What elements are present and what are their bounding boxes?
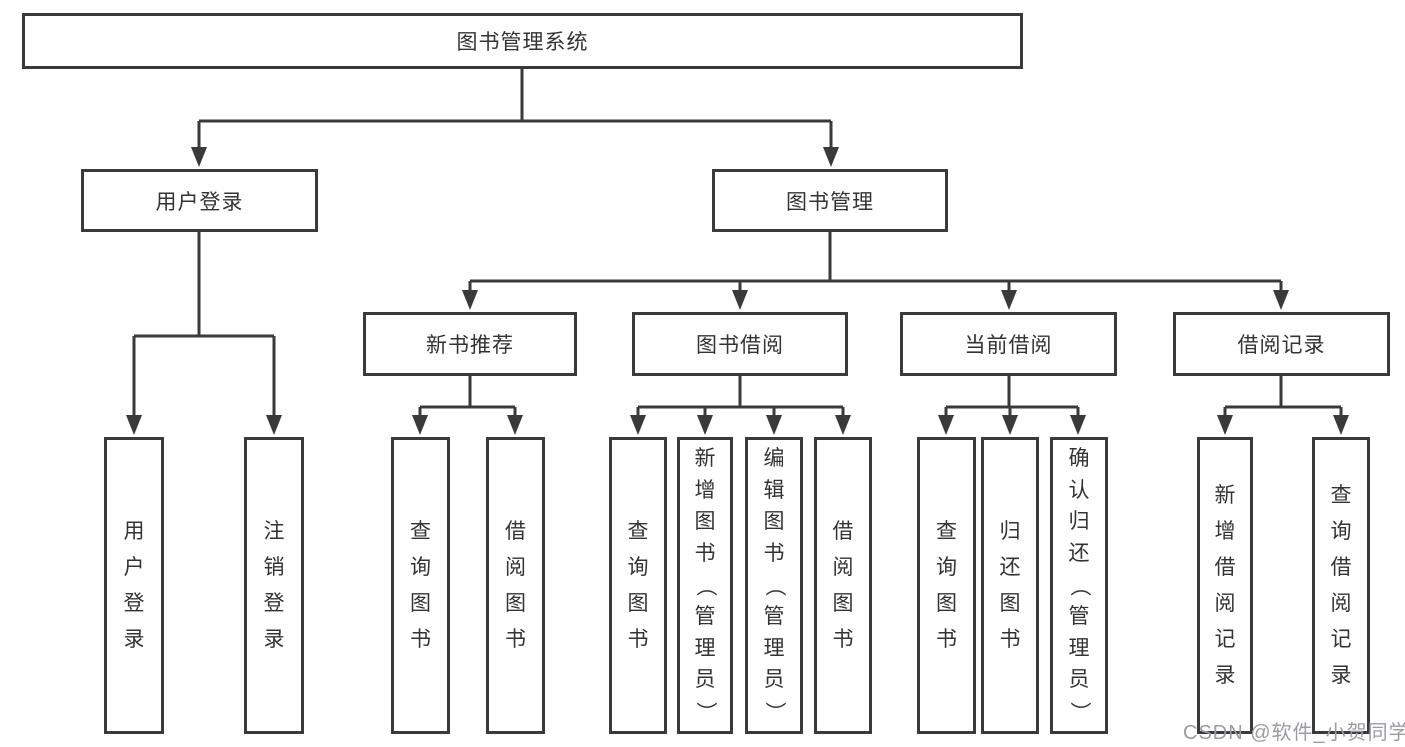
node-leaf-confirm-return-admin: 确认归还（管理员） bbox=[1050, 437, 1108, 734]
node-user-login: 用户登录 bbox=[81, 169, 318, 232]
node-leaf-user-login: 用户登录 bbox=[104, 437, 164, 734]
node-leaf-logout: 注销登录 bbox=[244, 437, 304, 734]
watermark: CSDN @软件_小贺同学 bbox=[1183, 722, 1405, 744]
node-leaf-add-borrow-record: 新增借阅记录 bbox=[1197, 437, 1253, 734]
node-leaf-borrow-books: 借阅图书 bbox=[814, 437, 872, 734]
node-borrow-record: 借阅记录 bbox=[1173, 312, 1390, 376]
node-leaf-query-borrow-record: 查询借阅记录 bbox=[1312, 437, 1370, 734]
node-leaf-return-books: 归还图书 bbox=[981, 437, 1039, 734]
node-book-borrow: 图书借阅 bbox=[632, 312, 848, 376]
connector-book-borrow bbox=[630, 376, 851, 435]
connector-borrow-record bbox=[1217, 376, 1349, 435]
node-new-book-recommend: 新书推荐 bbox=[363, 312, 577, 376]
node-leaf-add-books-admin: 新增图书（管理员） bbox=[677, 437, 733, 734]
connector-new-book bbox=[412, 376, 523, 435]
node-leaf-borrow-books-recommend: 借阅图书 bbox=[486, 437, 545, 734]
node-leaf-edit-books-admin: 编辑图书（管理员） bbox=[745, 437, 803, 734]
connector-user-login bbox=[126, 232, 282, 435]
node-root: 图书管理系统 bbox=[22, 13, 1023, 69]
node-leaf-query-books-current: 查询图书 bbox=[917, 437, 976, 734]
connector-root bbox=[191, 69, 839, 167]
connector-current-borrow bbox=[938, 376, 1086, 435]
node-leaf-query-books-recommend: 查询图书 bbox=[391, 437, 450, 734]
node-leaf-query-books-borrow: 查询图书 bbox=[609, 437, 667, 734]
node-book-mgmt: 图书管理 bbox=[712, 169, 948, 232]
connector-book-mgmt bbox=[462, 232, 1289, 310]
node-current-borrow: 当前借阅 bbox=[900, 312, 1117, 376]
